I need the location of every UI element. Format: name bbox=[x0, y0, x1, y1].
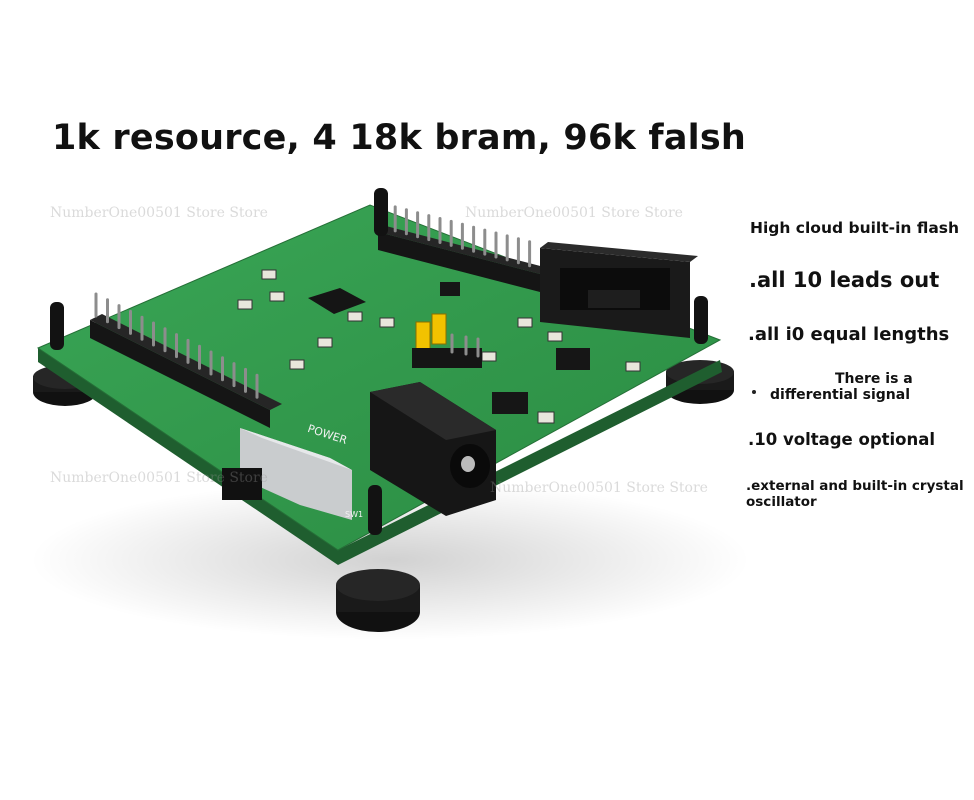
feature-voltage-optional: .10 voltage optional bbox=[748, 430, 936, 449]
watermark: NumberOne00501 Store Store bbox=[490, 480, 708, 496]
watermark: NumberOne00501 Store Store bbox=[50, 470, 268, 486]
feature-differential-line1: There is a bbox=[835, 371, 913, 387]
feature-equal-lengths: .all i0 equal lengths bbox=[748, 324, 950, 345]
posts bbox=[50, 188, 708, 535]
jumpers bbox=[412, 313, 482, 368]
power-switch bbox=[222, 428, 352, 520]
fpga-chip bbox=[308, 288, 366, 314]
headline: 1k resource, 4 18k bram, 96k falsh bbox=[52, 118, 746, 158]
smd-components bbox=[237, 269, 641, 424]
feature-crystal-line2: oscillator bbox=[746, 494, 817, 510]
top-pin-header bbox=[378, 226, 548, 292]
feature-leads-out: .all 10 leads out bbox=[749, 268, 940, 292]
watermark: NumberOne00501 Store Store bbox=[465, 205, 683, 221]
feature-crystal-line1: .external and built-in crystal bbox=[746, 478, 964, 494]
dc-power-jack bbox=[370, 382, 496, 516]
ics-small bbox=[440, 282, 590, 414]
watermark: NumberOne00501 Store Store bbox=[50, 205, 268, 221]
jtag-connector bbox=[540, 242, 698, 338]
silkscreen-sw1-label: SW1 bbox=[345, 510, 364, 519]
feature-differential-line2: differential signal bbox=[770, 387, 910, 403]
feature-built-in-flash: High cloud built-in flash bbox=[750, 219, 960, 237]
bullet-icon bbox=[752, 390, 756, 394]
